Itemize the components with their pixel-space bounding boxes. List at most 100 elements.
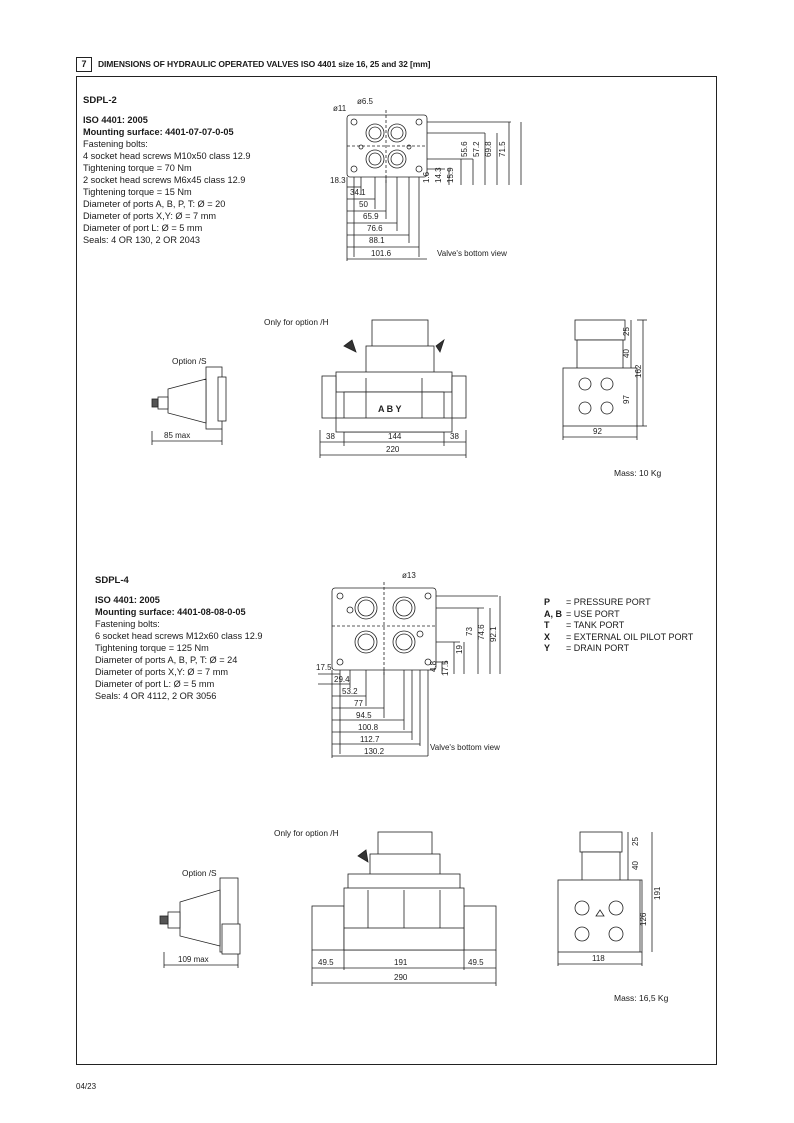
sdpl2-spec: SDPL-2 ISO 4401: 2005 Mounting surface: … [83,95,313,246]
dim-label: 191 [653,886,662,900]
sdpl4-front-view: 49.5 191 49.5 290 [311,831,497,986]
sdpl4-model: SDPL-4 [95,575,129,586]
dim-label: 40 [622,349,631,358]
legend-item: A, B= USE PORT [544,608,620,619]
page-footer: 04/23 [76,1082,97,1091]
spec-line: Fastening bolts: [95,619,160,629]
section-number: 7 [76,57,92,72]
sdpl4-iso: ISO 4401: 2005 [95,595,160,605]
dim-label: 4.8 [429,660,438,672]
content-frame [76,76,717,1065]
dim-label: 130.2 [364,747,385,756]
sdpl4-side-view: 118 25 40 126 191 [557,831,662,966]
dim-label: 19 [455,645,464,654]
dim-label: 17.5 [441,660,450,676]
legend-item: P= PRESSURE PORT [544,597,651,607]
dim-label: 144 [388,432,402,441]
legend-item: T= TANK PORT [544,620,625,630]
dim-label: 53.2 [342,687,358,696]
sdpl2-side-view: 92 25 40 97 162 [562,319,647,440]
dim-label: 220 [386,445,400,454]
port-legend: P= PRESSURE PORT A, B= USE PORT T= TANK … [544,597,693,655]
dim-label: 162 [634,364,643,378]
dim-label: 73 [465,627,474,636]
dim-label: 40 [631,861,640,870]
spec-line: Tightening torque = 70 Nm [83,163,192,173]
spec-line: Diameter of ports X,Y: Ø = 7 mm [83,211,217,221]
legend-item: Y= DRAIN PORT [544,643,630,653]
sdpl2-mass: Mass: 10 Kg [614,468,662,478]
spec-line: Fastening bolts: [83,139,148,149]
spec-line: Diameter of ports A, B, P, T: Ø = 20 [83,199,226,209]
only-option-h-label: Only for option /H [274,828,339,838]
dim-label: 57.2 [472,141,481,157]
dim-label: 25 [622,327,631,336]
dim-label: 77 [354,699,363,708]
dim-label: 71.5 [498,141,507,157]
dim-label: 100.8 [358,723,379,732]
dim-label: 109 max [178,955,209,964]
dim-label: 38 [450,432,459,441]
spec-line: 2 socket head screws M6x45 class 12.9 [83,175,246,185]
sdpl2-front-view: A B Y 38 144 38 220 [319,319,467,458]
spec-line: Diameter of port L: Ø = 5 mm [95,679,215,689]
bottom-view-caption: Valve's bottom view [437,249,507,258]
sdpl2-surface: Mounting surface: 4401-07-07-0-05 [83,127,234,137]
spec-line: Seals: 4 OR 130, 2 OR 2043 [83,235,200,245]
dim-label: 94.5 [356,711,372,720]
dim-label: 65.9 [363,212,379,221]
sdpl4-spec: SDPL-4 ISO 4401: 2005 Mounting surface: … [95,575,325,702]
dim-label: 15.9 [446,167,455,183]
dim-label: 290 [394,973,408,982]
sdpl4-option-s-view: 109 max [159,877,241,968]
dim-label: 34.1 [350,188,366,197]
dim-label: 74.6 [477,624,486,640]
spec-line: Diameter of port L: Ø = 5 mm [83,223,203,233]
dim-label: 112.7 [360,735,380,744]
sdpl2-bottom-view: 18.3 34.1 50 65.9 76.6 88.1 101.6 ø11 ø6… [330,97,522,261]
dim-label: 97 [622,395,631,404]
dim-label: 92 [593,427,602,436]
dim-label: 76.6 [367,224,383,233]
front-ports: A B Y [378,404,402,414]
dim-label: 69.8 [484,141,493,157]
dim-label: 101.6 [371,249,392,258]
dim-label: 1.6 [422,171,431,183]
sdpl4-mass: Mass: 16,5 Kg [614,993,669,1003]
option-s-label: Option /S [172,356,207,366]
dim-label: 38 [326,432,335,441]
dim-label: 191 [394,958,408,967]
dim-label: 92.1 [489,626,498,642]
section-title: DIMENSIONS OF HYDRAULIC OPERATED VALVES … [98,59,431,69]
dim-label: ø6.5 [357,97,374,106]
spec-line: Seals: 4 OR 4112, 2 OR 3056 [95,691,217,701]
sdpl2-option-s-view: 85 max [151,366,227,445]
spec-line: 6 socket head screws M12x60 class 12.9 [95,631,263,641]
sdpl2-model: SDPL-2 [83,95,117,106]
dim-label: 50 [359,200,368,209]
dim-label: 55.6 [460,141,469,157]
only-option-h-label: Only for option /H [264,317,329,327]
dim-label: 85 max [164,431,190,440]
dim-label: 25 [631,837,640,846]
option-s-label: Option /S [182,868,217,878]
dim-label: 49.5 [318,958,334,967]
bottom-view-caption: Valve's bottom view [430,743,500,752]
dim-label: 18.3 [330,176,346,185]
spec-line: Tightening torque = 125 Nm [95,643,209,653]
dim-label: 126 [639,912,648,926]
dim-label: 118 [592,954,605,963]
spec-line: Diameter of ports A, B, P, T: Ø = 24 [95,655,238,665]
sdpl4-surface: Mounting surface: 4401-08-08-0-05 [95,607,246,617]
sdpl4-bottom-view: ø13 17.5 29.4 53.2 77 94.5 100.8 112.7 1… [316,571,501,758]
dim-label: ø13 [402,571,416,580]
dim-label: 29.4 [334,675,350,684]
spec-line: Tightening torque = 15 Nm [83,187,192,197]
dim-label: ø11 [333,104,347,113]
dim-label: 88.1 [369,236,385,245]
spec-line: Diameter of ports X,Y: Ø = 7 mm [95,667,229,677]
sdpl2-iso: ISO 4401: 2005 [83,115,148,125]
dim-label: 49.5 [468,958,484,967]
dim-label: 17.5 [316,663,332,672]
spec-line: 4 socket head screws M10x50 class 12.9 [83,151,251,161]
